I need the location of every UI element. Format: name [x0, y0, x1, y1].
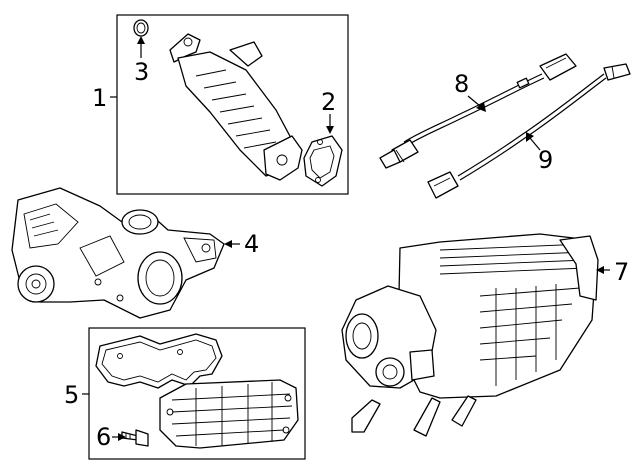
egr-cooler	[169, 33, 303, 181]
callout-box-1	[110, 14, 349, 195]
throttle-body	[11, 187, 225, 319]
callout-4: 4	[244, 230, 259, 258]
bolt	[121, 429, 149, 447]
manifold-gasket	[95, 333, 223, 389]
o-ring	[133, 19, 149, 37]
callout-6: 6	[96, 423, 111, 451]
callout-7: 7	[614, 258, 629, 286]
callout-6-arrow	[118, 433, 126, 441]
callout-9-arrow	[526, 132, 534, 142]
callout-9: 9	[538, 146, 553, 174]
callout-8: 8	[454, 70, 469, 98]
oxygen-sensor-9	[427, 63, 631, 199]
egr-gasket	[303, 135, 343, 187]
callout-3-arrow	[137, 36, 145, 44]
callout-2: 2	[321, 88, 336, 116]
callout-2-arrow	[326, 126, 334, 134]
oxygen-sensor-8	[379, 53, 577, 169]
charge-air-cooler	[341, 233, 599, 437]
callout-8-arrow	[476, 102, 486, 112]
callout-5: 5	[64, 381, 79, 409]
callout-3: 3	[134, 58, 149, 86]
callout-4-arrow	[224, 240, 232, 248]
intake-manifold	[159, 379, 299, 449]
callout-7-arrow	[596, 266, 604, 274]
callout-box-5	[82, 327, 306, 460]
callout-1: 1	[92, 84, 107, 112]
